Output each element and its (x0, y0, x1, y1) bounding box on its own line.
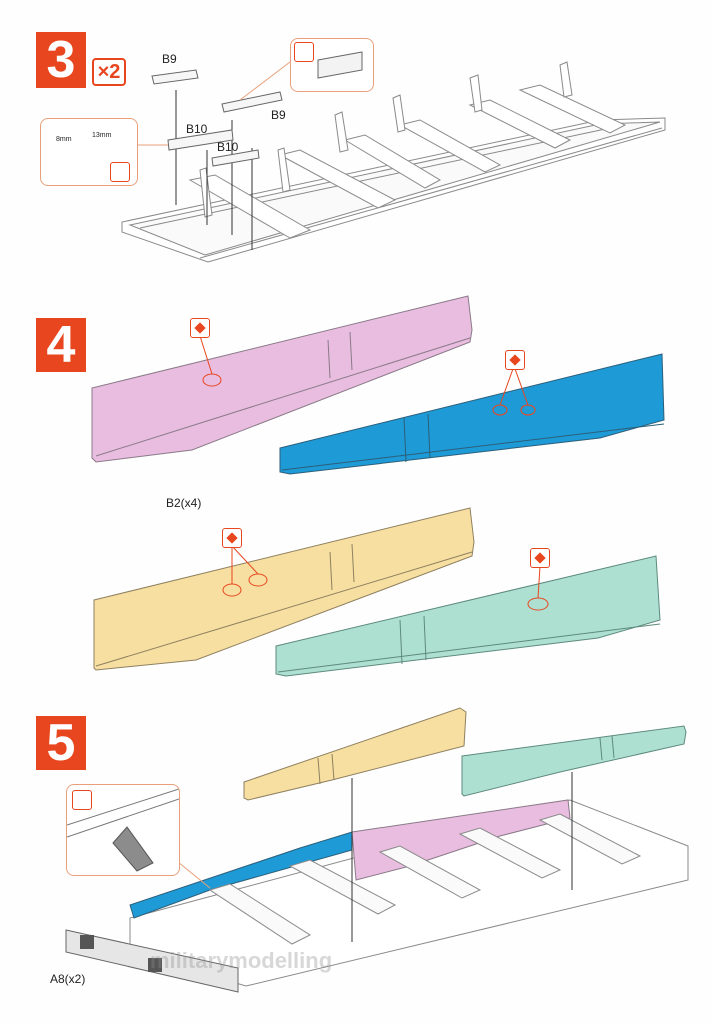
glue-icon (505, 350, 525, 370)
zoom-icon (294, 42, 314, 62)
dimension-13mm: 13mm (92, 132, 112, 139)
rail-yellow-floating (243, 707, 467, 801)
label-b9-mid: B9 (271, 108, 286, 122)
watermark: militarymodelling (150, 948, 333, 973)
zoom-icon (72, 790, 92, 810)
chassis-frame (121, 117, 666, 263)
rail-yellow (93, 507, 475, 671)
step-3-multiplier: ×2 (92, 58, 126, 86)
label-b9-top: B9 (162, 52, 177, 66)
glue-icon (530, 548, 550, 568)
step-3-number: 3 (46, 31, 76, 89)
rail-green (275, 555, 661, 677)
crossmember (468, 99, 572, 149)
step-5-number: 5 (46, 714, 76, 772)
dimension-8mm: 8mm (56, 136, 72, 143)
rail-pink (91, 295, 473, 463)
label-b2: B2(x4) (166, 496, 202, 510)
crossmember (518, 84, 627, 134)
crossmember (343, 134, 442, 189)
crossmember (188, 174, 312, 239)
glue-icon (222, 528, 242, 548)
label-b10-mid: B10 (217, 140, 239, 154)
label-a8: A8(x2) (50, 972, 86, 986)
crossmember (398, 119, 502, 173)
step-4-badge: 4 (36, 318, 86, 372)
step-5-badge: 5 (36, 716, 86, 770)
rail-pink-mounted (351, 799, 571, 881)
glue-icon (190, 318, 210, 338)
step-4-number: 4 (46, 316, 76, 374)
part-b9-top (151, 69, 199, 85)
step-5-detail-drawing (67, 788, 179, 872)
step-3-badge: 3 (36, 32, 86, 88)
zoom-icon (110, 162, 130, 182)
crossmember (278, 149, 397, 209)
label-b10-left: B10 (186, 122, 208, 136)
rail-green-floating (461, 725, 687, 797)
rail-blue (279, 353, 665, 475)
